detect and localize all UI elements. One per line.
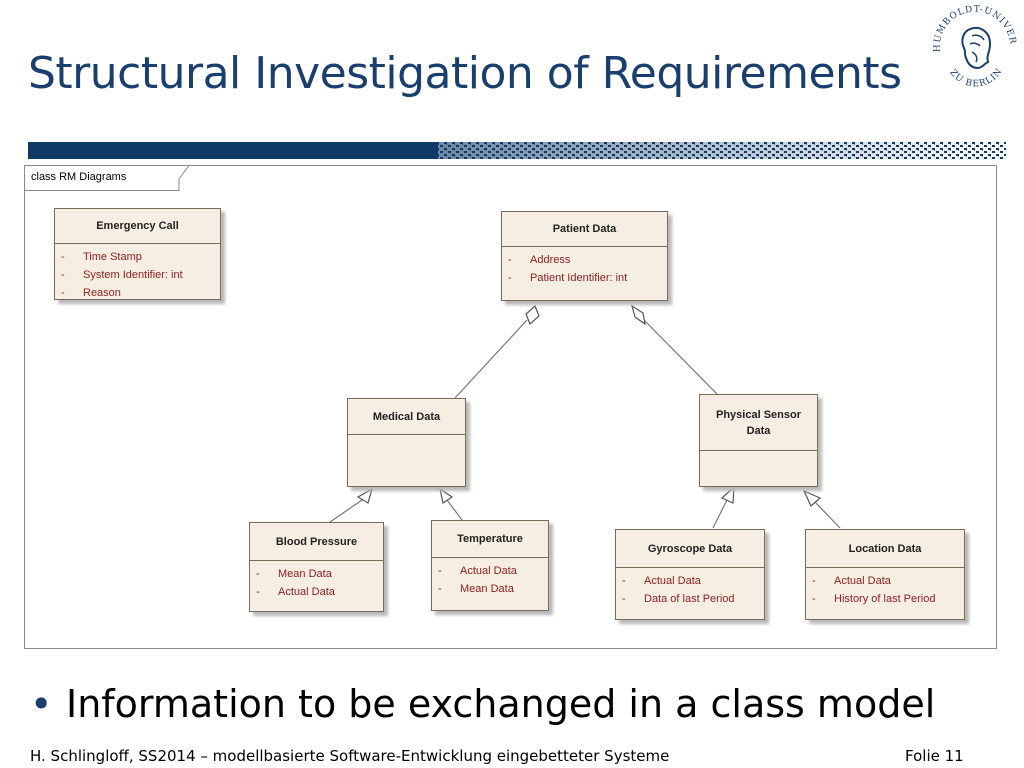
attribute: -Time Stamp: [61, 251, 142, 263]
generalization-arrow-location: [802, 489, 822, 507]
aggregation-diamond-medical: [525, 304, 540, 326]
class-location-data[interactable]: Location Data -Actual Data -History of l…: [805, 529, 965, 620]
diagram-frame-tab: [24, 165, 190, 191]
class-patient-data[interactable]: Patient Data -Address -Patient Identifie…: [501, 211, 668, 301]
bullet-text: Information to be exchanged in a class m…: [66, 682, 936, 726]
class-temperature[interactable]: Temperature -Actual Data -Mean Data: [431, 520, 549, 611]
attribute: -Reason: [61, 287, 121, 299]
attribute: -System Identifier: int: [61, 269, 183, 281]
title-divider-bar: [28, 142, 1006, 159]
aggregation-line-sensor: [643, 319, 718, 395]
attribute: -Actual Data: [812, 575, 891, 587]
class-name: Location Data: [806, 530, 964, 568]
generalization-arrow-gyroscope: [720, 485, 735, 504]
diagram-frame-label: class RM Diagrams: [31, 171, 127, 183]
generalization-arrow-temperature: [439, 487, 454, 504]
class-name: Emergency Call: [55, 209, 220, 244]
slide-title: Structural Investigation of Requirements: [28, 48, 902, 99]
attribute: -Address: [508, 254, 571, 266]
class-name: Physical Sensor Data: [700, 395, 817, 451]
attribute: -Actual Data: [256, 586, 335, 598]
attribute: -Actual Data: [622, 575, 701, 587]
university-seal-logo: HUMBOLDT-UNIVERSITÄT ZU BERLIN: [928, 2, 1018, 92]
attribute: -Mean Data: [438, 583, 514, 595]
class-gyroscope-data[interactable]: Gyroscope Data -Actual Data -Data of las…: [615, 529, 765, 620]
class-name: Patient Data: [502, 212, 667, 247]
aggregation-diamond-sensor: [631, 304, 646, 326]
footer-slide-number: Folie 11: [905, 747, 964, 765]
aggregation-line-medical: [454, 319, 528, 399]
class-name: Blood Pressure: [250, 523, 383, 561]
class-emergency-call[interactable]: Emergency Call -Time Stamp -System Ident…: [54, 208, 221, 300]
attribute: -Patient Identifier: int: [508, 272, 628, 284]
class-name: Temperature: [432, 521, 548, 558]
class-blood-pressure[interactable]: Blood Pressure -Mean Data -Actual Data: [249, 522, 384, 612]
attribute: -Data of last Period: [622, 593, 735, 605]
attribute: -Actual Data: [438, 565, 517, 577]
attribute: -History of last Period: [812, 593, 936, 605]
attribute: -Mean Data: [256, 568, 332, 580]
class-name: Gyroscope Data: [616, 530, 764, 568]
bullet-icon: •: [30, 682, 53, 726]
class-name: Medical Data: [348, 399, 465, 435]
class-physical-sensor-data[interactable]: Physical Sensor Data: [699, 394, 818, 487]
generalization-arrow-blood-pressure: [356, 487, 373, 504]
class-medical-data[interactable]: Medical Data: [347, 398, 466, 487]
footer-author: H. Schlingloff, SS2014 – modellbasierte …: [30, 747, 670, 765]
